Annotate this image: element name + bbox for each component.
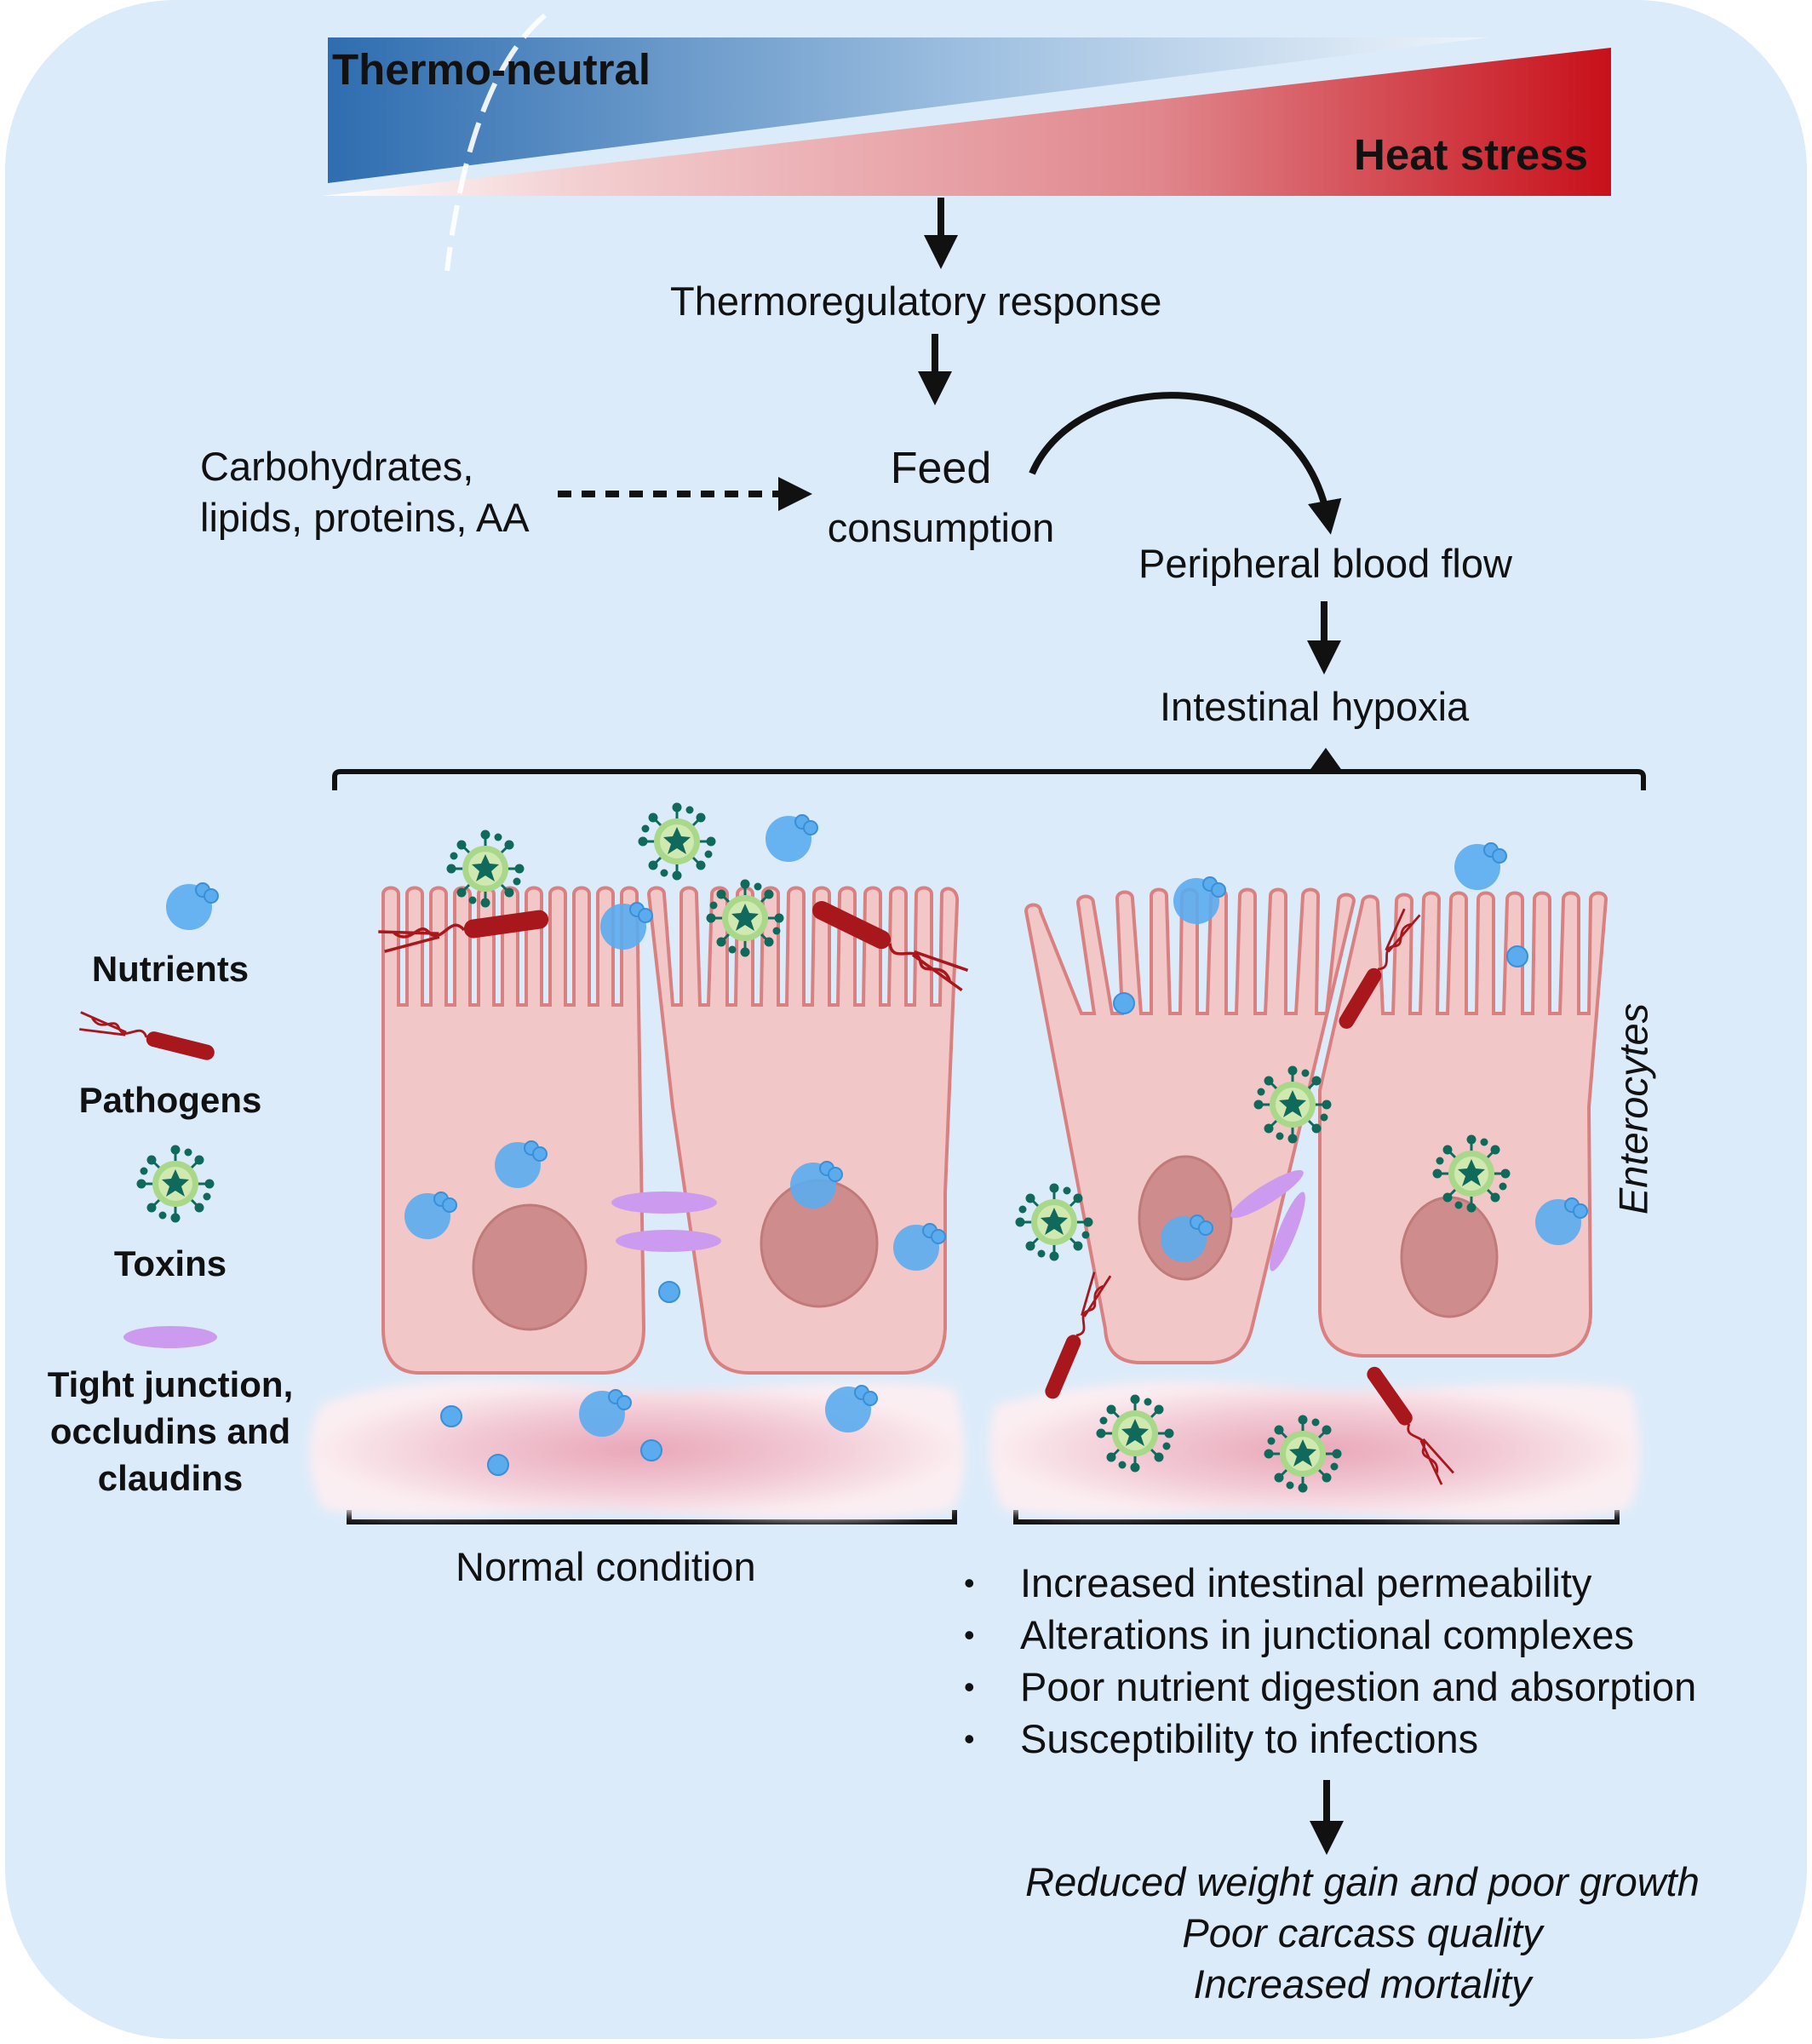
top-bracket-tip <box>1309 748 1343 772</box>
effect-item: Susceptibility to infections <box>964 1713 1696 1765</box>
legend-nutrients-label: Nutrients <box>91 949 249 989</box>
tight-junction-disrupted <box>1270 1191 1305 1272</box>
nutrients-source-line1: Carbohydrates, <box>200 444 474 489</box>
nutrient <box>1454 842 1507 891</box>
legend-pathogens-label: Pathogens <box>78 1080 262 1120</box>
stress-bracket <box>1013 1510 1620 1524</box>
toxin <box>705 878 785 958</box>
legend-junction-icon <box>123 1326 217 1348</box>
enterocytes-label: Enterocytes <box>1610 1002 1656 1215</box>
heat-stress-label: Heat stress <box>1354 130 1588 179</box>
decorative-arc <box>444 13 547 272</box>
nutrient <box>599 902 653 950</box>
flow-arrows <box>558 198 1344 1855</box>
thermo-neutral-label: Thermo-neutral <box>332 45 651 94</box>
peripheral-blood-flow: Peripheral blood flow <box>1138 541 1512 586</box>
intestinal-hypoxia: Intestinal hypoxia <box>1160 684 1470 729</box>
nutrients-source-line2: lipids, proteins, AA <box>200 495 530 540</box>
legend-tight-junction-line3: claudins <box>97 1458 244 1498</box>
small-nutrients <box>440 945 1528 1476</box>
legend-toxin-icon <box>135 1144 215 1224</box>
nuclei <box>472 1155 1499 1331</box>
nutrient <box>765 814 818 863</box>
normal-condition-label: Normal condition <box>456 1544 756 1589</box>
legend-pathogen-icon <box>75 1011 218 1064</box>
tight-junctions <box>123 1169 1305 1348</box>
nutrient-particle <box>1113 992 1135 1014</box>
toxin <box>637 801 717 881</box>
tight-junction-disrupted <box>1230 1169 1304 1219</box>
nutrient-particle <box>440 1405 462 1427</box>
toxin <box>1431 1134 1511 1214</box>
toxin <box>1253 1065 1333 1145</box>
top-bracket <box>332 769 1646 790</box>
toxin <box>1014 1182 1094 1262</box>
legend-tight-junction-line2: occludins and <box>49 1411 291 1451</box>
outcome-mortality: Increased mortality <box>1193 1961 1532 2007</box>
nutrient-particle <box>487 1454 509 1476</box>
effects-list: Increased intestinal permeability Altera… <box>964 1557 1696 1765</box>
effect-item: Increased intestinal permeability <box>964 1557 1696 1609</box>
nutrient-particle <box>640 1439 662 1461</box>
nutrient-particle <box>658 1281 680 1303</box>
lamina-propria-normal <box>310 1381 966 1519</box>
enterocyte-stress-1 <box>1024 887 1356 1364</box>
toxin <box>445 829 525 909</box>
consumption-label: consumption <box>827 505 1055 550</box>
thermo-neutral-wedge <box>328 37 1488 183</box>
effect-item: Poor nutrient digestion and absorption <box>964 1661 1696 1713</box>
normal-bracket <box>347 1510 957 1524</box>
nutrient-particle <box>1506 945 1528 967</box>
thermoregulatory-response: Thermoregulatory response <box>670 278 1162 324</box>
heat-stress-wedge <box>322 48 1611 196</box>
effect-item: Alterations in junctional complexes <box>964 1609 1696 1661</box>
outcome-carcass-quality: Poor carcass quality <box>1182 1910 1543 1955</box>
nucleus <box>1400 1196 1499 1318</box>
legend-nutrient-icon <box>165 882 219 931</box>
enterocyte-stress-2 <box>1318 891 1608 1358</box>
feed-label: Feed <box>890 444 992 493</box>
tight-junction <box>611 1191 717 1214</box>
arrow-to-peripheral <box>1029 392 1342 535</box>
legend-tight-junction-label: Tight junction, occludins and claudins <box>17 1361 324 1501</box>
nucleus <box>472 1203 588 1331</box>
legend-tight-junction-line1: Tight junction, <box>47 1364 294 1404</box>
toxin <box>1095 1393 1175 1473</box>
outcome-weight-gain: Reduced weight gain and poor growth <box>1025 1859 1700 1904</box>
toxin <box>1263 1414 1343 1494</box>
enterocyte-normal-2 <box>646 886 960 1375</box>
legend-toxins-label: Toxins <box>113 1243 227 1283</box>
tight-junction <box>616 1230 721 1252</box>
